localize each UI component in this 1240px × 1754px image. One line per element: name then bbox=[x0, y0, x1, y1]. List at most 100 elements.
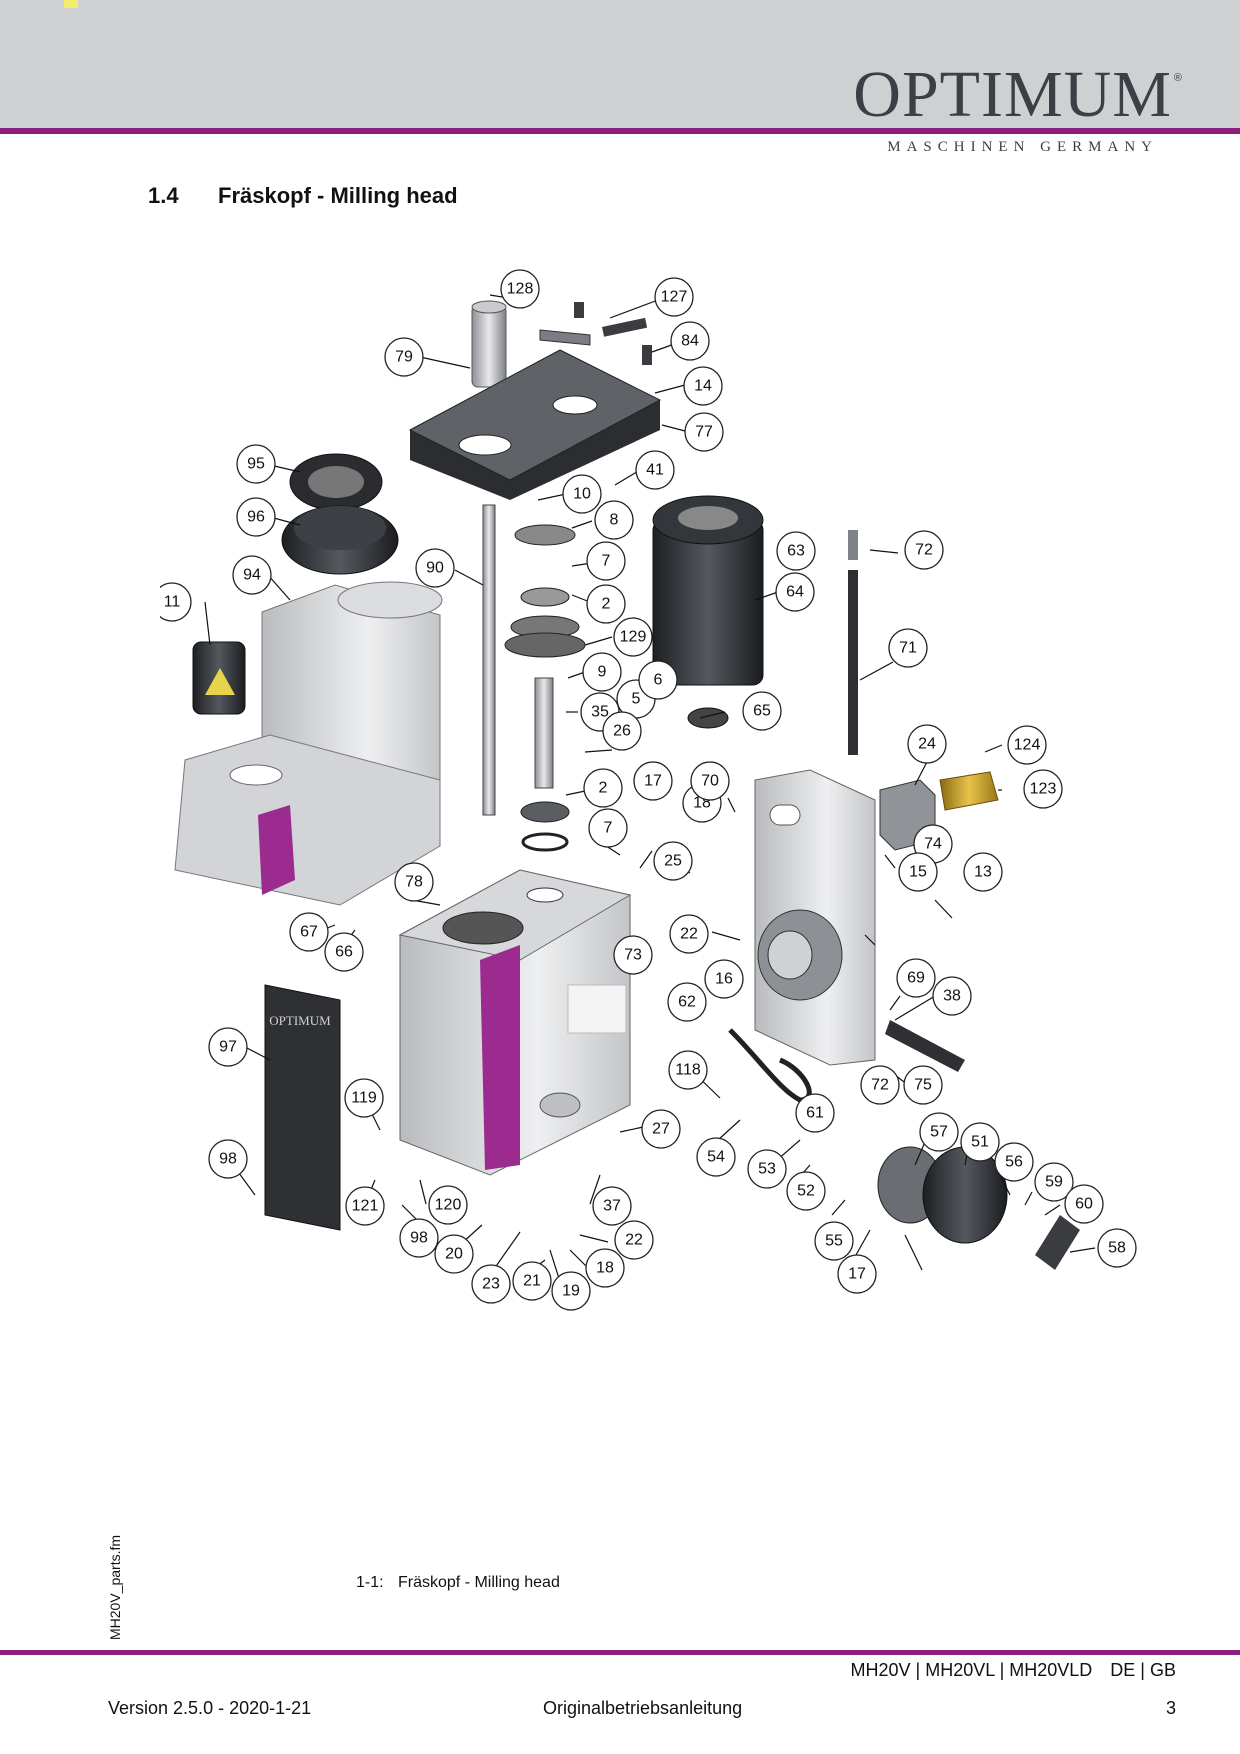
callout-number: 121 bbox=[352, 1198, 379, 1215]
callout-number: 38 bbox=[943, 988, 961, 1005]
callout-number: 72 bbox=[871, 1077, 889, 1094]
callout-circle bbox=[932, 976, 972, 1016]
callout-number: 60 bbox=[1075, 1196, 1093, 1213]
figure-title: Fräskopf - Milling head bbox=[398, 1574, 560, 1591]
callout-circle bbox=[1097, 1228, 1137, 1268]
callout-circle bbox=[384, 337, 424, 377]
part-callout-11: 11 bbox=[160, 582, 192, 622]
callout-circle bbox=[614, 1220, 654, 1260]
part-callout-119: 119 bbox=[344, 1078, 384, 1118]
callout-number: 84 bbox=[681, 333, 699, 350]
handwheel-parts bbox=[281, 453, 399, 575]
part-callout-129: 129 bbox=[613, 617, 653, 657]
part-callout-27: 27 bbox=[641, 1109, 681, 1149]
callout-number: 17 bbox=[848, 1266, 866, 1283]
callout-number: 61 bbox=[806, 1105, 824, 1122]
callout-circle bbox=[960, 1122, 1000, 1162]
callout-number: 24 bbox=[918, 736, 936, 753]
callout-circle bbox=[160, 582, 192, 622]
spiral-cable-part bbox=[728, 1028, 812, 1103]
callout-circle bbox=[471, 1264, 511, 1304]
callout-circle bbox=[289, 912, 329, 952]
part-callout-60: 60 bbox=[1064, 1184, 1104, 1224]
callout-number: 15 bbox=[909, 864, 927, 881]
callout-number: 129 bbox=[620, 629, 647, 646]
callout-circle bbox=[585, 1248, 625, 1288]
callout-number: 51 bbox=[971, 1134, 989, 1151]
callout-number: 10 bbox=[573, 486, 591, 503]
callout-number: 65 bbox=[753, 703, 771, 720]
callout-circle bbox=[394, 862, 434, 902]
callout-circle bbox=[994, 1142, 1034, 1182]
callout-circle bbox=[236, 497, 276, 537]
part-callout-24: 24 bbox=[907, 724, 947, 764]
callout-circle bbox=[562, 474, 602, 514]
callout-circle bbox=[344, 1078, 384, 1118]
part-callout-57: 57 bbox=[919, 1112, 959, 1152]
top-bracket-part bbox=[539, 302, 652, 365]
feed-bracket-part bbox=[754, 769, 876, 1066]
exploded-parts-diagram: OPTIMUM bbox=[160, 269, 1137, 1311]
part-callout-90: 90 bbox=[415, 548, 455, 588]
part-callout-61: 61 bbox=[795, 1093, 835, 1133]
part-callout-2: 2 bbox=[586, 584, 626, 624]
part-callout-20: 20 bbox=[434, 1234, 474, 1274]
part-callout-69: 69 bbox=[896, 958, 936, 998]
part-callout-17: 17 bbox=[837, 1254, 877, 1294]
part-callout-78: 78 bbox=[394, 862, 434, 902]
callout-number: 52 bbox=[797, 1183, 815, 1200]
motor-part bbox=[652, 495, 764, 729]
callout-circle bbox=[896, 958, 936, 998]
part-callout-21: 21 bbox=[512, 1261, 552, 1301]
callout-number: 37 bbox=[603, 1198, 621, 1215]
callout-circle bbox=[690, 761, 730, 801]
warning-cap-part bbox=[192, 641, 246, 715]
part-callout-66: 66 bbox=[324, 932, 364, 972]
lever-part bbox=[885, 1020, 965, 1072]
callout-number: 55 bbox=[825, 1233, 843, 1250]
part-callout-70: 70 bbox=[690, 761, 730, 801]
part-callout-124: 124 bbox=[1007, 725, 1047, 765]
callout-circle bbox=[500, 269, 540, 309]
part-callout-19: 19 bbox=[551, 1271, 591, 1311]
callout-circle bbox=[592, 1186, 632, 1226]
callout-circle bbox=[638, 660, 678, 700]
header-rule bbox=[0, 128, 1240, 134]
callout-number: 94 bbox=[243, 567, 261, 584]
feed-rod-part bbox=[848, 530, 858, 755]
callout-number: 58 bbox=[1108, 1240, 1126, 1257]
callout-circle bbox=[742, 691, 782, 731]
figure-caption: 1-1:Fräskopf - Milling head bbox=[356, 1574, 560, 1592]
front-plate-part: OPTIMUM bbox=[264, 984, 341, 1231]
callout-circle bbox=[345, 1186, 385, 1226]
part-callout-9: 9 bbox=[582, 652, 622, 692]
callout-circle bbox=[399, 1218, 439, 1258]
callout-number: 20 bbox=[445, 1246, 463, 1263]
part-callout-127: 127 bbox=[654, 277, 694, 317]
callout-circle bbox=[1064, 1184, 1104, 1224]
part-callout-14: 14 bbox=[683, 366, 723, 406]
part-callout-22: 22 bbox=[669, 914, 709, 954]
part-callout-121: 121 bbox=[345, 1186, 385, 1226]
callout-number: 27 bbox=[652, 1121, 670, 1138]
callout-circle bbox=[668, 1050, 708, 1090]
callout-number: 74 bbox=[924, 836, 942, 853]
part-callout-56: 56 bbox=[994, 1142, 1034, 1182]
callout-circle bbox=[963, 852, 1003, 892]
callout-circle bbox=[670, 321, 710, 361]
part-callout-26: 26 bbox=[602, 711, 642, 751]
callout-number: 69 bbox=[907, 970, 925, 987]
callout-circle bbox=[635, 450, 675, 490]
callout-number: 59 bbox=[1045, 1174, 1063, 1191]
brass-fitting-part bbox=[939, 771, 999, 811]
callout-circle bbox=[236, 444, 276, 484]
callout-circle bbox=[1023, 769, 1063, 809]
callout-circle bbox=[696, 1137, 736, 1177]
part-callout-6: 6 bbox=[638, 660, 678, 700]
callout-number: 72 bbox=[915, 542, 933, 559]
footer-rule bbox=[0, 1650, 1240, 1655]
part-callout-72: 72 bbox=[860, 1065, 900, 1105]
part-callout-10: 10 bbox=[562, 474, 602, 514]
part-callout-72: 72 bbox=[904, 530, 944, 570]
